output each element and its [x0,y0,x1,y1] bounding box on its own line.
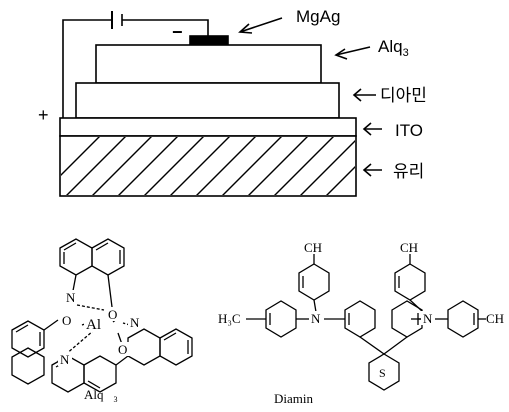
label-mgag: MgAg [296,7,340,26]
layer-diamine [75,82,340,119]
cathode-mgag [189,35,229,46]
label-alq3: Alq3 [378,37,409,59]
polarity-plus: + [38,105,49,125]
alq3-n-right: N [130,315,140,330]
alq3-n-bottom: N [60,352,70,367]
alq3-structure [11,238,193,393]
circuit-wire-right [122,19,209,38]
diamin-caption: Diamin [274,391,313,406]
diamin-atoms: CH CH H₃C CH N N S [218,240,504,380]
diamin-ch3-right: CH [486,311,504,326]
layer-alq3 [95,44,322,84]
layer-ito [59,117,357,137]
alq3-atoms: N O O Al N N O [58,290,142,367]
diamin-ch3-top-left: CH [304,240,322,255]
glass-hatching [61,137,355,195]
diamin-ch3-top-right: CH [400,240,418,255]
device-stack [59,11,382,197]
label-ito: ITO [395,121,423,140]
circuit-wire [62,19,112,118]
polarity-minus: − [172,22,183,42]
alq3-n-top: N [66,290,76,305]
diamin-n-left: N [311,311,321,326]
diamin-spiro-s: S [379,366,386,380]
label-diamine-layer: 디아민 [380,86,427,105]
diamin-h3c-left: H₃C [218,311,241,326]
label-glass: 유리 [393,162,424,181]
alq3-o-left: O [62,313,71,328]
label-arrows [238,17,382,177]
diamin-structure [246,254,486,391]
alq3-o-top: O [108,307,117,322]
alq3-o-bottom: O [118,342,127,357]
layer-glass [59,135,357,197]
alq3-al: Al [86,317,101,333]
arrow-mgag [239,17,283,33]
diamin-n-right: N [423,311,433,326]
arrow-alq3 [335,46,371,56]
